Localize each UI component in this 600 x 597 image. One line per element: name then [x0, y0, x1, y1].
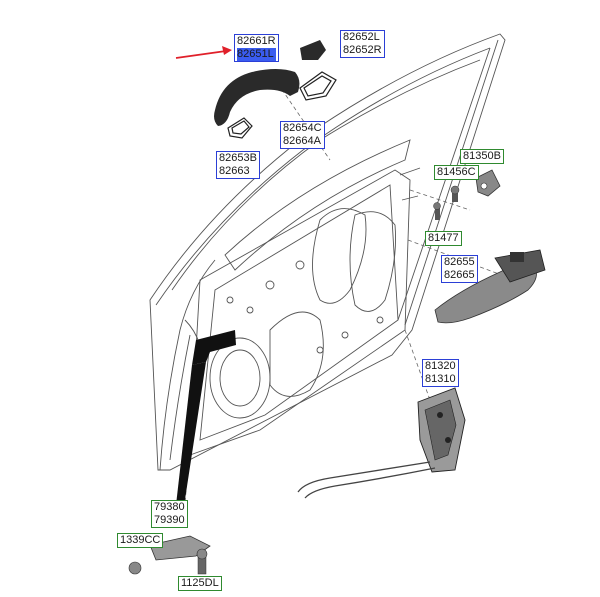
label-pad-upper-2: 82664A	[283, 135, 321, 147]
label-screw-striker: 81456C	[434, 165, 479, 180]
red-arrow-icon	[175, 46, 232, 59]
screw-part	[450, 185, 460, 202]
door-panel	[149, 33, 506, 471]
pin-part	[433, 202, 441, 220]
label-bolt-right: 1125DL	[178, 576, 222, 591]
label-pad-lower: 82653B 82663	[216, 151, 260, 179]
label-inner-handle: 82655 82665	[441, 255, 478, 283]
gasket-pads	[227, 71, 337, 139]
label-cover: 82652L 82652R	[340, 30, 385, 58]
label-outer-handle: 82661R 82651L	[234, 34, 279, 62]
label-cover-2: 82652R	[343, 44, 382, 56]
label-latch-1: 81320	[425, 360, 456, 372]
label-pad-upper: 82654C 82664A	[280, 121, 325, 149]
label-outer-handle-2: 82651L	[237, 48, 276, 61]
label-checker-2: 79390	[154, 514, 185, 526]
label-pad-lower-1: 82653B	[219, 152, 257, 164]
label-bolt-left: 1339CC	[117, 533, 164, 548]
door-checker	[176, 330, 236, 506]
latch-assembly	[297, 387, 466, 499]
label-inner-handle-1: 82655	[444, 256, 475, 268]
inner-handle-assembly	[434, 249, 546, 324]
label-pin: 81477	[425, 231, 462, 246]
label-striker: 81350B	[460, 149, 504, 164]
label-cover-1: 82652L	[343, 31, 380, 43]
label-inner-handle-2: 82665	[444, 269, 475, 281]
label-checker: 79380 79390	[151, 500, 188, 528]
checker-bracket	[128, 535, 211, 575]
label-latch: 81320 81310	[422, 359, 459, 387]
label-checker-1: 79380	[154, 501, 185, 513]
striker-part	[475, 169, 501, 197]
label-pad-lower-2: 82663	[219, 165, 250, 177]
label-latch-2: 81310	[425, 373, 456, 385]
label-pad-upper-1: 82654C	[283, 122, 322, 134]
label-outer-handle-1: 82661R	[237, 35, 276, 47]
handle-cover	[300, 40, 326, 60]
outer-handle	[214, 69, 300, 126]
